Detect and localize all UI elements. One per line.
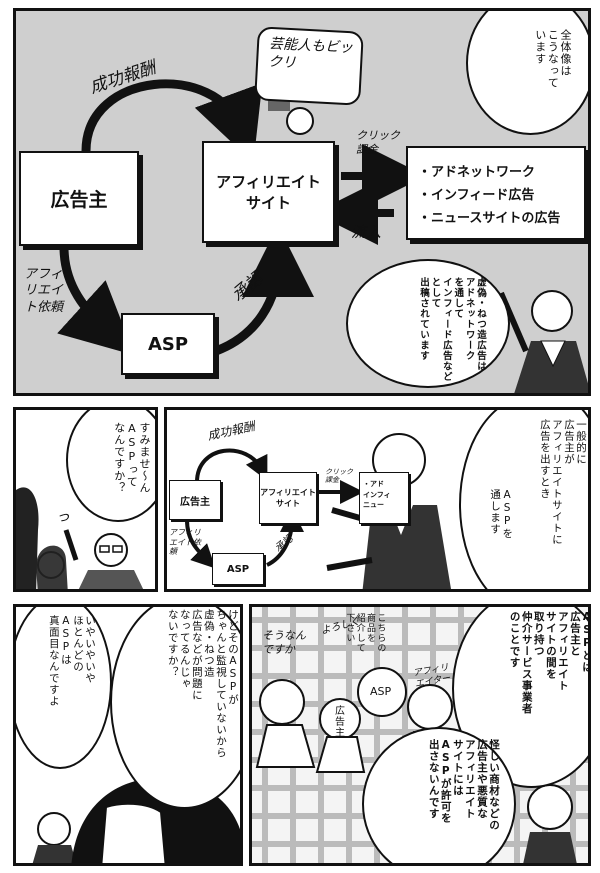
mini-flow-arrows [185, 433, 451, 589]
panel-question-art [16, 487, 144, 589]
asp-head [357, 667, 407, 717]
presenter-suit [514, 341, 588, 393]
panel-question: っ すみませ～ん ASPって なんですか？ [13, 407, 158, 592]
box-affiliate-label: アフィリエイトサイト [260, 488, 316, 508]
glasses-man-head [259, 679, 305, 725]
bubble-overview-text: 全体像は こうなって います [533, 29, 572, 89]
network-stub: ・アド インフィ ニュー [363, 480, 391, 509]
box-asp-label: ASP [147, 333, 189, 355]
label-asp: ASP [370, 685, 392, 698]
box-affiliate-label: アフィリエイトサイト [216, 173, 321, 212]
sign-text: 芸能人もビックリ [267, 35, 354, 72]
affiliator-head [407, 684, 453, 730]
panel-general: 成功報酬 広告主 アフィリエイトサイト ASP クリック課金 ・アド インフィ … [164, 407, 591, 592]
arrow-reward [81, 79, 263, 163]
raised-hand [63, 529, 79, 561]
bubble-challenge-text: けどそのASPが ちゃんと監視していないから 虚偽・ねつ造 広告などが問題に な… [166, 609, 239, 759]
man-face [100, 802, 167, 863]
bubble-general-text: 一般的に 広告主が アフィリエイトサイトに 広告を出すとき [538, 419, 587, 546]
bubble-definition-text: ASPとは 広告主と アフィリエイト サイトの間を 取り持つ 仲介サービス事業者… [508, 611, 591, 715]
bubble-reply: いやいやいや ほとんどの ASPは 真面目なんですよ [16, 607, 112, 769]
network-item: ・ニュースサイトの広告 [418, 210, 561, 226]
label-advertiser: 広告主 [332, 705, 344, 738]
network-item: ・アドネットワーク [418, 164, 536, 180]
glasses-man-head [94, 533, 128, 567]
box-networks: ・アドネットワーク ・インフィード広告 ・ニュースサイトの広告 [406, 146, 586, 240]
presenter-suit [362, 505, 451, 589]
bubble-question: すみませ～ん ASPって なんですか？ [66, 410, 155, 522]
arrow-request [57, 246, 135, 356]
bubble-asp-text: ASPを 通します [489, 489, 514, 540]
box-affiliate-site: アフィリエイトサイト [202, 141, 335, 243]
box-networks-partial: ・アド インフィ ニュー [359, 472, 409, 524]
box-asp: ASP [121, 313, 215, 375]
bubble-challenge: けどそのASPが ちゃんと監視していないから 虚偽・ねつ造 広告などが問題に な… [110, 607, 240, 809]
celebrity-head [286, 107, 314, 135]
arrow-approve [214, 225, 314, 356]
box-advertiser: 広告主 [169, 480, 221, 520]
foreground-hair [16, 487, 39, 589]
bubble-explain-text: 虚偽・ねつ造広告は アドネットワーク を通して インフィード広告など として 出… [418, 277, 486, 382]
label-click: クリック課金 [325, 468, 353, 485]
sfx-tsu: っ [56, 509, 70, 525]
label-request: アフィリエイト依頼 [169, 528, 201, 557]
sfx-souna: そうなん ですか [262, 629, 306, 657]
bubble-restriction: 怪しい商材などの 広告主や悪質な アフィリエイト サイトには ASPが許可を 出… [362, 727, 516, 863]
label-inflow: 流入 [351, 223, 382, 241]
sfx-intro: こちらの 商品を 紹介して 下さい [344, 613, 386, 653]
bubble-question-text: すみませ～ん ASPって なんですか？ [112, 422, 151, 494]
celebrity-sign: 芸能人もビックリ [254, 26, 364, 106]
bubble-overview: 全体像は こうなって います [466, 11, 588, 135]
bubble-general: 一般的に 広告主が アフィリエイトサイトに 広告を出すとき ASPを 通します [459, 410, 588, 589]
network-item: ・インフィード広告 [418, 187, 535, 203]
panel-argument: いやいやいや ほとんどの ASPは 真面目なんですよ けどそのASPが ちゃんと… [13, 604, 243, 866]
panel-overview: 成功報酬 芸能人もビックリ クリック課金 流入 アフィリエイト依頼 承認 広告主… [13, 8, 591, 396]
box-advertiser-label: 広告主 [180, 496, 210, 508]
box-asp: ASP [212, 553, 264, 585]
label-click: クリック課金 [356, 129, 400, 157]
box-advertiser: 広告主 [19, 151, 139, 246]
bubble-restriction-text: 怪しい商材などの 広告主や悪質な アフィリエイト サイトには ASPが許可を 出… [427, 739, 500, 831]
presenter-head [531, 290, 573, 332]
bubble-reply-text: いやいやいや ほとんどの ASPは 真面目なんですよ [47, 615, 96, 707]
box-advertiser-label: 広告主 [50, 189, 108, 211]
label-request: アフィリエイト依頼 [24, 267, 64, 315]
speaker-head [37, 812, 71, 846]
box-asp-label: ASP [226, 563, 250, 575]
box-affiliate-site: アフィリエイトサイト [259, 472, 317, 524]
flow-arrows [57, 79, 588, 393]
panel-definition: そうなん ですか よろしく こちらの 商品を 紹介して 下さい 広告主 ASP … [249, 604, 591, 866]
presenter-head [527, 784, 573, 830]
bubble-explain: 虚偽・ねつ造広告は アドネットワーク を通して インフィード広告など として 出… [346, 259, 510, 388]
